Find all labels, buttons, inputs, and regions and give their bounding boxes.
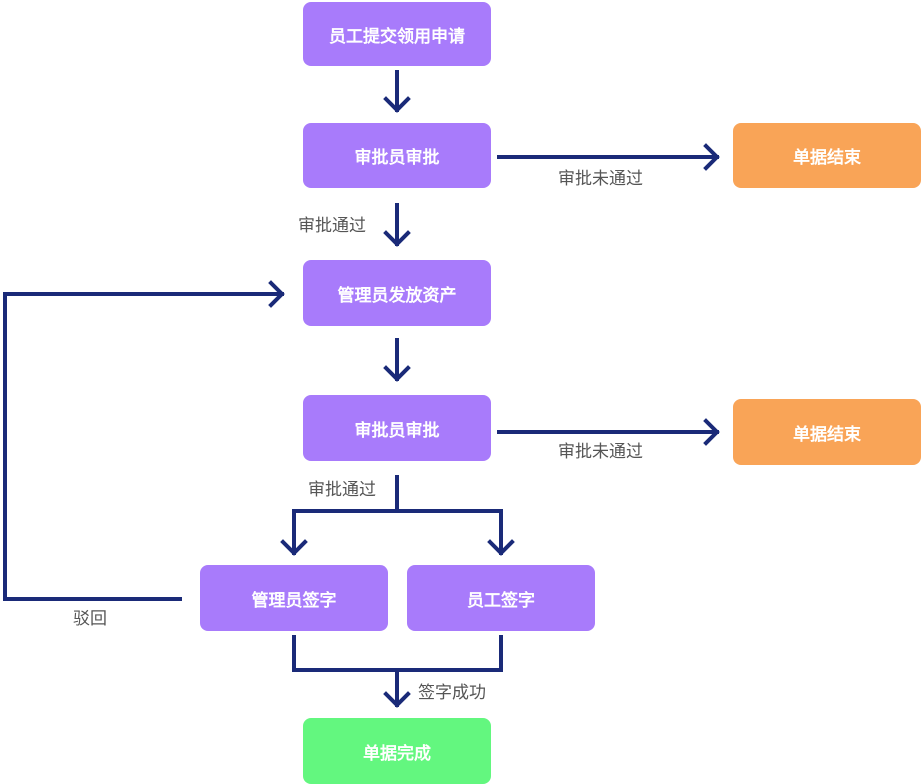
edge-label-reject-2: 审批未通过 [558,442,643,462]
node-document-complete: 单据完成 [303,718,491,784]
node-admin-issue-asset: 管理员发放资产 [303,260,491,326]
node-employee-sign: 员工签字 [407,565,595,631]
node-admin-sign: 管理员签字 [200,565,388,631]
arrow-signs-merge [292,635,503,707]
arrow-send-back-loop [3,292,284,601]
arrowhead-review1-to-issue [383,230,411,247]
arrowhead-to-admin-sign [280,539,308,556]
arrowhead-send-back [268,280,285,308]
arrowhead-review1-to-end1 [703,143,720,171]
node-document-end-2: 单据结束 [733,399,921,465]
edge-label-approve-1: 审批通过 [298,216,366,236]
arrowhead-to-complete [383,691,411,708]
edge-label-send-back: 驳回 [73,609,107,629]
edge-label-approve-2: 审批通过 [308,480,376,500]
edge-label-reject-1: 审批未通过 [558,169,643,189]
node-approver-review-2: 审批员审批 [303,395,491,461]
arrowhead-to-employee-sign [487,539,515,556]
node-submit-request: 员工提交领用申请 [303,2,491,66]
arrowhead-issue-to-review2 [383,365,411,382]
node-document-end-1: 单据结束 [733,123,921,188]
arrowhead-review2-to-end2 [703,418,720,446]
edge-label-signed: 签字成功 [418,683,486,703]
arrowhead-submit-to-review1 [383,96,411,113]
node-approver-review-1: 审批员审批 [303,123,491,188]
arrow-review2-split [292,475,503,555]
